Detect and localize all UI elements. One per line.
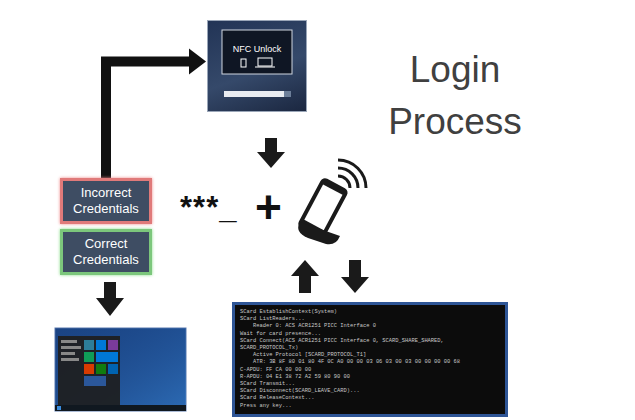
terminal-line: SCard Disconnect(SCARD_LEAVE_CARD)... [240, 388, 500, 395]
terminal-line: SCard Transmit... [240, 381, 500, 388]
login-decoration [208, 21, 306, 111]
node-text: Incorrect Credentials [69, 185, 143, 217]
down-arrow [341, 260, 369, 293]
node-text: Correct Credentials [69, 236, 143, 268]
laptop-base [255, 67, 275, 68]
flow-connector [106, 48, 206, 178]
terminal-line: SCard ReleaseContext... [240, 395, 500, 402]
terminal-line: ATR: 3B 8F 80 01 80 4F 0C A0 00 00 03 06… [240, 359, 500, 366]
login-screen: NFC Unlock [207, 20, 307, 112]
down-arrow [96, 282, 124, 316]
diagram-title: Login Process [370, 44, 540, 148]
laptop-glyph [258, 58, 272, 66]
terminal-line: C-APDU: FF CA 00 00 00 [240, 367, 500, 374]
terminal-line: R-APDU: 04 E1 38 72 A2 59 80 90 00 [240, 374, 500, 381]
windows-desktop [55, 328, 186, 411]
up-arrow [291, 260, 319, 293]
nfc-phone-icon [297, 160, 366, 244]
correct-box: Correct Credentials [60, 229, 152, 275]
terminal-line: Press any key... [240, 403, 500, 410]
submit-button [284, 91, 291, 97]
terminal-line: SCard Connect(ACS ACR1251 PICC Interface… [240, 338, 500, 352]
terminal-line: Wait for card presence... [240, 331, 500, 338]
phone-glyph [241, 59, 246, 67]
connector-line [106, 61, 189, 178]
node-text: NFC Unlock [208, 44, 306, 55]
down-arrow [257, 138, 285, 168]
arrow-head [189, 48, 206, 74]
terminal-line: Active Protocol [SCARD_PROTOCOL_T1] [240, 352, 500, 359]
terminal-window: SCard EstablishContext(System)SCard List… [232, 302, 508, 417]
terminal-line: SCard EstablishContext(System) [240, 309, 500, 316]
terminal-line: Reader 0: ACS ACR1251 PICC Interface 0 [240, 323, 500, 330]
terminal-line: SCard ListReaders... [240, 316, 500, 323]
incorrect-box: Incorrect Credentials [60, 178, 152, 224]
label-text: ***_ [180, 190, 237, 226]
password-field [224, 91, 290, 97]
label-text: + [255, 183, 282, 231]
